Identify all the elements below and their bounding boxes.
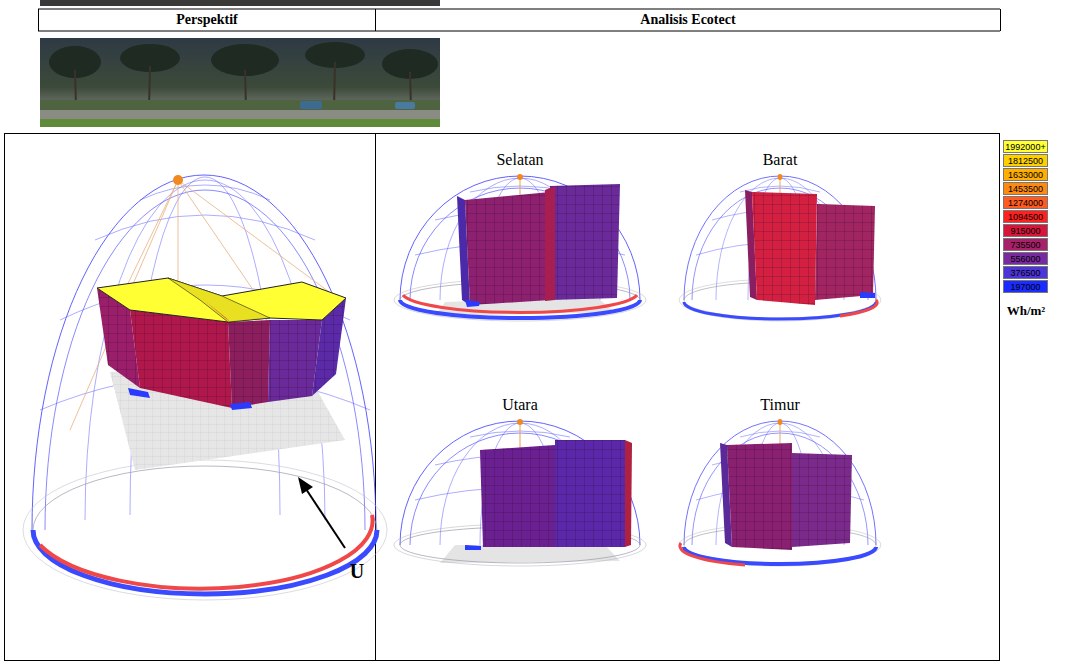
legend-swatch: 915000 — [1003, 224, 1048, 237]
legend-unit: Wh/m² — [1007, 304, 1046, 318]
legend-value: 376500 — [1010, 268, 1040, 278]
legend-swatch: 376500 — [1003, 266, 1048, 279]
legend-value: 197000 — [1010, 282, 1040, 292]
legend-swatch: 1633000 — [1003, 168, 1048, 181]
legend-swatch: 1992000+ — [1003, 140, 1048, 153]
legend-value: 915000 — [1010, 226, 1040, 236]
view-label: Barat — [763, 151, 798, 169]
view-label: Timur — [760, 396, 799, 414]
legend-value: 1812500 — [1008, 156, 1043, 166]
legend-value: 1453500 — [1008, 184, 1043, 194]
legend-value: 1274000 — [1008, 198, 1043, 208]
legend-swatch: 1453500 — [1003, 182, 1048, 195]
column-header: Analisis Ecotect — [640, 12, 735, 27]
legend-swatch: 1274000 — [1003, 196, 1048, 209]
legend-swatch: 735500 — [1003, 238, 1048, 251]
legend-swatch: 197000 — [1003, 280, 1048, 293]
view-label: Utara — [502, 396, 538, 414]
legend-value: 1633000 — [1008, 170, 1043, 180]
legend-value: 1992000+ — [1005, 142, 1045, 152]
column-header: Perspektif — [176, 12, 237, 27]
legend-value: 556000 — [1010, 254, 1040, 264]
legend-swatch: 1812500 — [1003, 154, 1048, 167]
legend-swatch: 1094500 — [1003, 210, 1048, 223]
legend-value: 1094500 — [1008, 212, 1043, 222]
legend-value: 735500 — [1010, 240, 1040, 250]
view-label: Selatan — [496, 151, 543, 169]
legend-swatch: 556000 — [1003, 252, 1048, 265]
north-label: U — [350, 560, 364, 582]
